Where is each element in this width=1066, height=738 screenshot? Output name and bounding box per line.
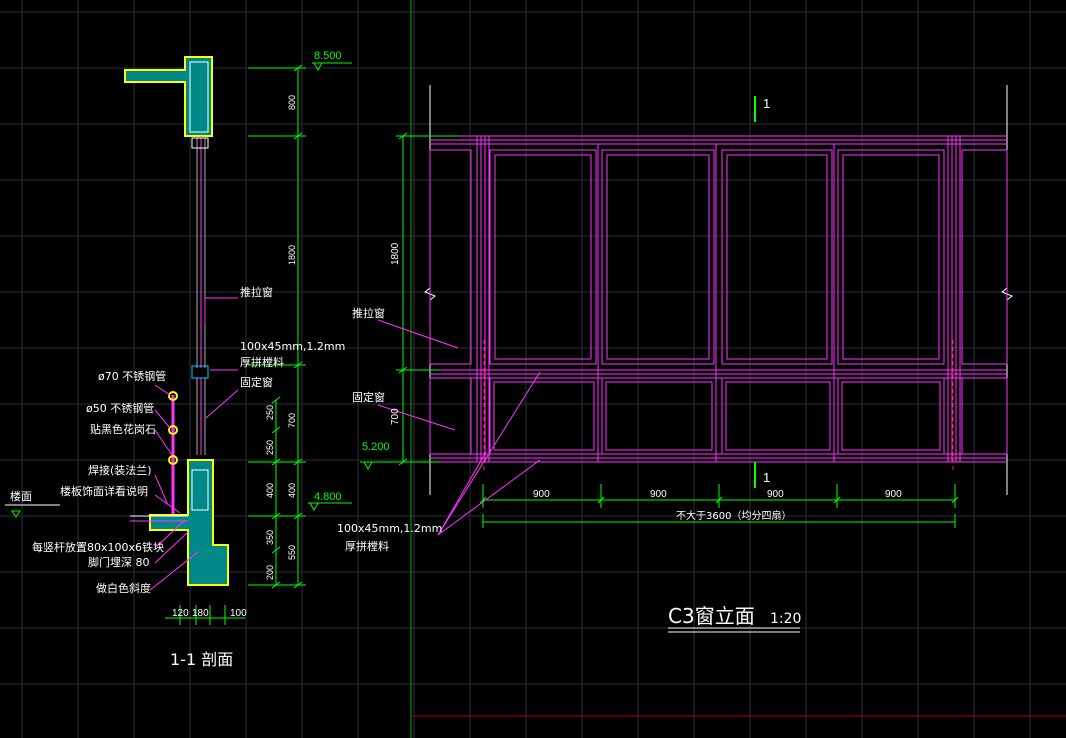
dim-slash (951, 496, 959, 504)
dim-slash (271, 581, 281, 589)
panel-width-1: 900 (533, 489, 550, 500)
label-fixed-window-elev: 固定窗 (352, 390, 385, 404)
dim-slash (398, 366, 408, 374)
sash-upper-inner (842, 154, 940, 360)
elevation-4800: 4.800 (314, 491, 342, 503)
top-beam-inner (189, 61, 209, 133)
label-weld: 焊接(装法兰) (88, 463, 152, 477)
section-leaders (149, 297, 239, 591)
pane-lower (721, 377, 835, 455)
pane-lower (837, 377, 945, 455)
elevation-title: C3窗立面 (668, 604, 755, 628)
pane-lower-inner (841, 381, 941, 451)
elev-dim-1800: 1800 (390, 242, 401, 265)
window-frames (429, 135, 1008, 470)
section-mark-top: 1 (763, 96, 770, 111)
pane-lower (601, 377, 717, 455)
dim-1800: 1800 (287, 245, 297, 265)
dim-slash (293, 64, 303, 72)
dim-250-b: 250 (265, 440, 275, 455)
sash-upper-inner (606, 154, 710, 360)
label-sliding-window-elev: 推拉窗 (352, 306, 385, 320)
dim-slash (715, 496, 723, 504)
dim-180: 180 (192, 608, 209, 619)
side-pane (429, 149, 472, 365)
panel-width-4: 900 (885, 489, 902, 500)
sash-upper-inner (494, 154, 592, 360)
dim-slash (271, 396, 281, 404)
dim-slash (293, 132, 303, 140)
label-sliding-window-section: 推拉窗 (240, 285, 273, 299)
elev-dim-700: 700 (390, 408, 401, 425)
dim-slash (271, 458, 281, 466)
elevation-8500: 8.500 (314, 50, 342, 62)
side-pane (961, 377, 1008, 455)
label-mullion-name-section: 厚拼樘料 (240, 355, 284, 369)
section-mark-bottom: 1 (763, 470, 770, 485)
window-elevation (360, 85, 1013, 633)
dim-slash (293, 581, 303, 589)
sash-upper (721, 149, 833, 365)
label-mullion-name-elev: 厚拼樘料 (345, 539, 389, 553)
side-pane (961, 149, 1008, 365)
dim-800: 800 (287, 95, 297, 110)
dim-350: 350 (265, 530, 275, 545)
panel-width-2: 900 (650, 489, 667, 500)
pane-lower-inner (725, 381, 831, 451)
section-title: 1-1 剖面 (170, 650, 233, 669)
label-floor-finish: 楼板饰面详看说明 (60, 484, 148, 498)
label-granite: 贴黑色花岗石 (90, 422, 156, 436)
elevation-5200: 5.200 (362, 441, 390, 453)
label-mullion-size-elev: 100x45mm,1.2mm (337, 522, 442, 535)
label-iron-block: 每竖杆放置80x100x6铁块 (32, 540, 164, 554)
pipe-70 (168, 391, 178, 401)
dim-700: 700 (287, 413, 297, 428)
top-frame (191, 137, 209, 149)
dim-slash (293, 458, 303, 466)
label-drip: 做白色斜度 (96, 581, 151, 595)
total-width-label: 不大于3600（均分四扇） (676, 509, 791, 522)
label-mullion-size-section: 100x45mm,1.2mm (240, 340, 345, 353)
elevation-leaders (377, 319, 541, 536)
dim-100: 100 (230, 608, 247, 619)
pane-lower-inner (605, 381, 713, 451)
label-pipe70: ø70 不锈钢管 (98, 369, 166, 383)
panel-width-3: 900 (767, 489, 784, 500)
dim-120: 120 (172, 608, 189, 619)
label-pipe50: ø50 不锈钢管 (86, 401, 154, 415)
dim-slash (271, 426, 281, 434)
sash-upper (489, 149, 597, 365)
floor-label: 楼面 (10, 489, 32, 503)
dim-400-outer: 400 (287, 483, 297, 498)
dim-slash (271, 512, 281, 520)
dim-slash (597, 496, 605, 504)
dim-slash (271, 546, 281, 554)
sash-upper (837, 149, 945, 365)
dim-slash (398, 458, 408, 466)
dim-slash (479, 496, 487, 504)
sash-upper-inner (726, 154, 828, 360)
elevation-scale: 1:20 (770, 611, 801, 627)
label-fixed-window-section: 固定窗 (240, 375, 273, 389)
sash-upper (601, 149, 715, 365)
side-pane (429, 377, 472, 455)
dim-slash (293, 512, 303, 520)
lower-wall (149, 459, 229, 586)
dim-550: 550 (287, 545, 297, 560)
section-1-1 (5, 56, 352, 625)
dim-slash (833, 496, 841, 504)
dim-slash (293, 361, 303, 369)
dim-400-inner: 400 (265, 483, 275, 498)
pane-lower-inner (493, 381, 595, 451)
label-sill: 脚门埋深 80 (88, 555, 150, 569)
dim-200: 200 (265, 565, 275, 580)
pipe-50 (168, 425, 178, 435)
dim-250-a: 250 (265, 405, 275, 420)
dim-slash (398, 132, 408, 140)
mullion-block (191, 365, 209, 379)
